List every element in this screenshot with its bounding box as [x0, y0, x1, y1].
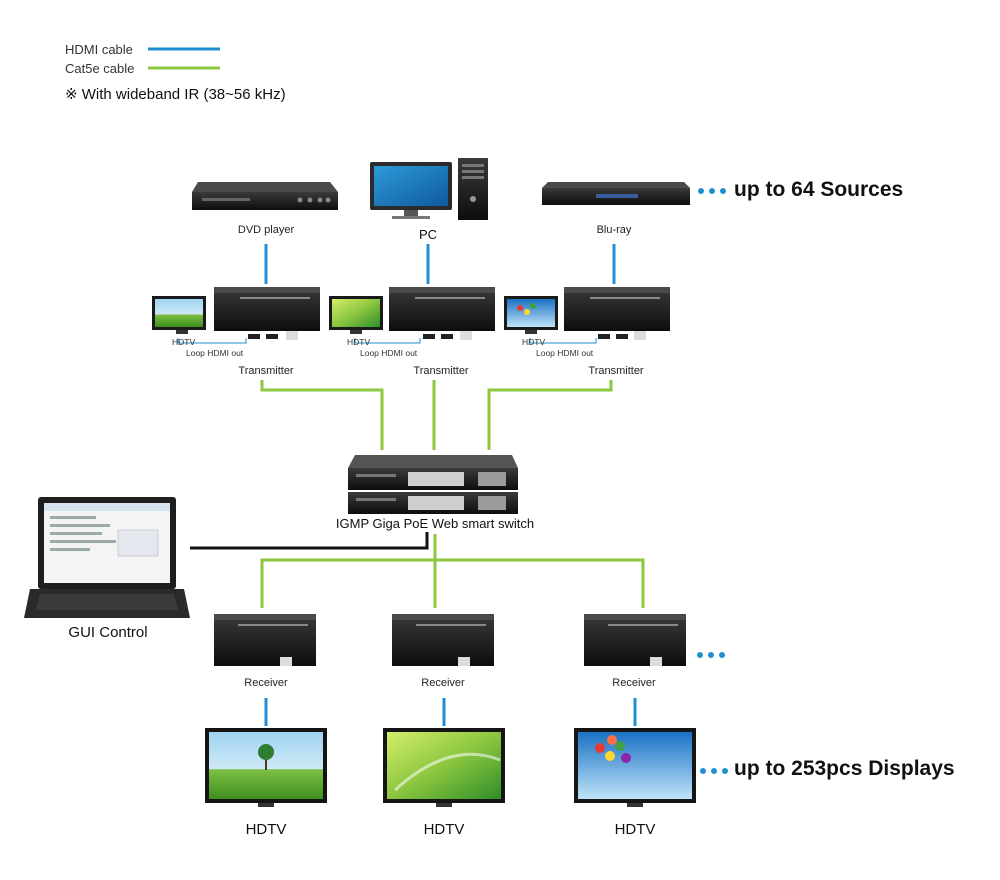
bluray-player-icon: [542, 182, 690, 205]
hdtv-display-icon-3: [574, 728, 696, 807]
display2-label: HDTV: [423, 821, 465, 838]
display3-label: HDTV: [614, 821, 656, 838]
loop-hdtv-icon-2: [329, 296, 383, 334]
receiver-device-1: [214, 614, 316, 666]
loop-hdmi-bracket-3: [529, 338, 597, 344]
poe-switch-icon: [348, 455, 518, 514]
cat5e-cable-tx1: [260, 380, 384, 450]
transmitter-device-3: [564, 287, 670, 340]
loop-hdtv-icon-3: [504, 296, 558, 334]
cat5e-cable-tx3: [487, 380, 613, 450]
tx1-hdtv-label: HDTV: [172, 337, 196, 347]
receiver-device-2: [392, 614, 494, 666]
transmitter-device-1: [214, 287, 320, 340]
tx1-loop-label: Loop HDMI out: [186, 348, 244, 358]
pc-icon: [370, 158, 488, 220]
legend-hdmi-label: HDMI cable: [65, 42, 133, 57]
switch-label: IGMP Giga PoE Web smart switch: [335, 516, 535, 531]
loop-hdmi-bracket-2: [354, 338, 421, 344]
source-label-bluray: Blu-ray: [596, 224, 632, 236]
displays-callout: up to 253pcs Displays: [734, 757, 955, 780]
source-label-dvd: DVD player: [237, 224, 295, 236]
more-receivers-dots: [697, 652, 725, 658]
legend-cat5e-label: Cat5e cable: [65, 61, 135, 76]
gui-control-label: GUI Control: [68, 624, 148, 641]
tx2-label: Transmitter: [413, 365, 469, 377]
tx3-label: Transmitter: [588, 365, 644, 377]
dvd-player-icon: [192, 182, 338, 210]
loop-hdmi-bracket-1: [177, 338, 247, 344]
receiver-device-3: [584, 614, 686, 666]
display1-label: HDTV: [245, 821, 287, 838]
tx3-loop-label: Loop HDMI out: [536, 348, 594, 358]
laptop-icon: [24, 497, 190, 618]
tx2-hdtv-label: HDTV: [347, 337, 371, 347]
cat5e-cable-rx-bus: [260, 558, 645, 608]
control-cable-gui: [190, 532, 429, 550]
rx1-label: Receiver: [244, 677, 288, 689]
rx2-label: Receiver: [421, 677, 465, 689]
ir-note: ※ With wideband IR (38~56 kHz): [65, 86, 286, 103]
loop-hdtv-icon-1: [152, 296, 206, 334]
tx1-label: Transmitter: [238, 365, 294, 377]
tx3-hdtv-label: HDTV: [522, 337, 546, 347]
hdtv-display-icon-2: [383, 728, 505, 807]
hdtv-display-icon-1: [205, 728, 327, 807]
more-displays-dots: [700, 768, 728, 774]
transmitter-device-2: [389, 287, 495, 340]
rx3-label: Receiver: [612, 677, 656, 689]
more-sources-dots: [698, 188, 726, 194]
source-label-pc: PC: [418, 227, 438, 242]
sources-callout: up to 64 Sources: [734, 178, 904, 201]
tx2-loop-label: Loop HDMI out: [360, 348, 418, 358]
